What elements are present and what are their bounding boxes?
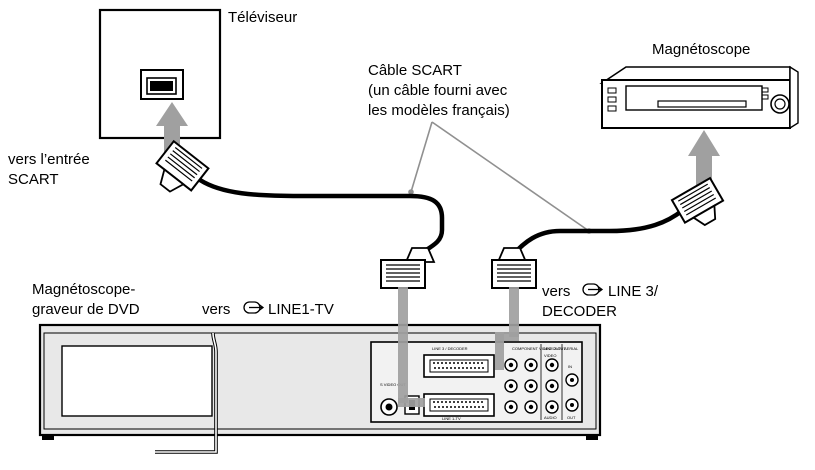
recorder-label-2: graveur de DVD	[32, 301, 140, 318]
line3-text-a: LINE 3/	[608, 283, 659, 300]
svg-text:LINE 2 OUT: LINE 2 OUT	[544, 346, 566, 351]
scart-cable-vcr	[509, 207, 686, 259]
scart-input-icon-2	[582, 283, 604, 296]
svg-text:COMPONENT VIDEO OUT: COMPONENT VIDEO OUT	[512, 346, 562, 351]
svg-text:LINE 1-TV: LINE 1-TV	[442, 416, 461, 421]
cable-label-1: Câble SCART	[368, 62, 462, 79]
line1-to-text: vers	[202, 301, 230, 318]
svg-text:AUDIO: AUDIO	[544, 415, 557, 420]
tv-input-label-1: vers l’entrée	[8, 151, 90, 168]
cable-label-3: les modèles français)	[368, 102, 510, 119]
scart-input-icon	[243, 301, 265, 314]
svg-text:AERIAL: AERIAL	[564, 346, 579, 351]
s-video-out-jack: S VIDEO OUT	[380, 382, 406, 416]
vcr-label: Magnétoscope	[652, 41, 750, 58]
line1-label: vers LINE1-TV	[202, 301, 334, 318]
svg-text:IN: IN	[568, 364, 572, 369]
line3-label: vers LINE 3/ DECODER	[542, 283, 659, 320]
svg-text:VIDEO: VIDEO	[544, 353, 556, 358]
leader-line-2	[431, 121, 590, 232]
line2-out-jacks: LINE 2 OUT VIDEO AUDIO	[544, 346, 566, 420]
tv-input-label-2: SCART	[8, 171, 59, 188]
arrow-to-tv	[156, 102, 188, 158]
scart-plug-line1	[380, 247, 436, 289]
vcr-device	[599, 65, 799, 130]
scart-plug-tv	[155, 139, 210, 193]
line3-text-b: DECODER	[542, 303, 617, 320]
line3-decoder-socket: LINE 3 / DECODER	[423, 346, 495, 378]
scart-plug-line3	[491, 247, 537, 289]
scart-plug-vcr	[670, 176, 725, 227]
tv-scart-socket	[140, 69, 184, 100]
arrow-to-vcr	[688, 130, 720, 186]
leader-line-1	[410, 121, 433, 193]
svg-text:LINE 3 / DECODER: LINE 3 / DECODER	[432, 346, 468, 351]
dvd-recorder: S VIDEO OUT LINE 3 / DECODER	[38, 323, 602, 454]
line1-tv-text: LINE1-TV	[268, 301, 334, 318]
cable-label-2: (un câble fourni avec	[368, 82, 508, 99]
svg-text:OUT: OUT	[567, 415, 576, 420]
connection-bars	[398, 287, 519, 407]
component-video-jacks: COMPONENT VIDEO OUT	[504, 346, 562, 414]
scart-cable-tv	[197, 177, 445, 257]
recorder-label-1: Magnétoscope-	[32, 281, 135, 298]
aerial-jacks: AERIAL IN OUT	[564, 346, 579, 420]
tv-device	[98, 8, 222, 140]
tv-label: Téléviseur	[228, 9, 297, 26]
line1-tv-socket: LINE 1-TV	[423, 393, 495, 421]
svg-text:S VIDEO OUT: S VIDEO OUT	[380, 382, 406, 387]
line3-to-text: vers	[542, 283, 570, 300]
